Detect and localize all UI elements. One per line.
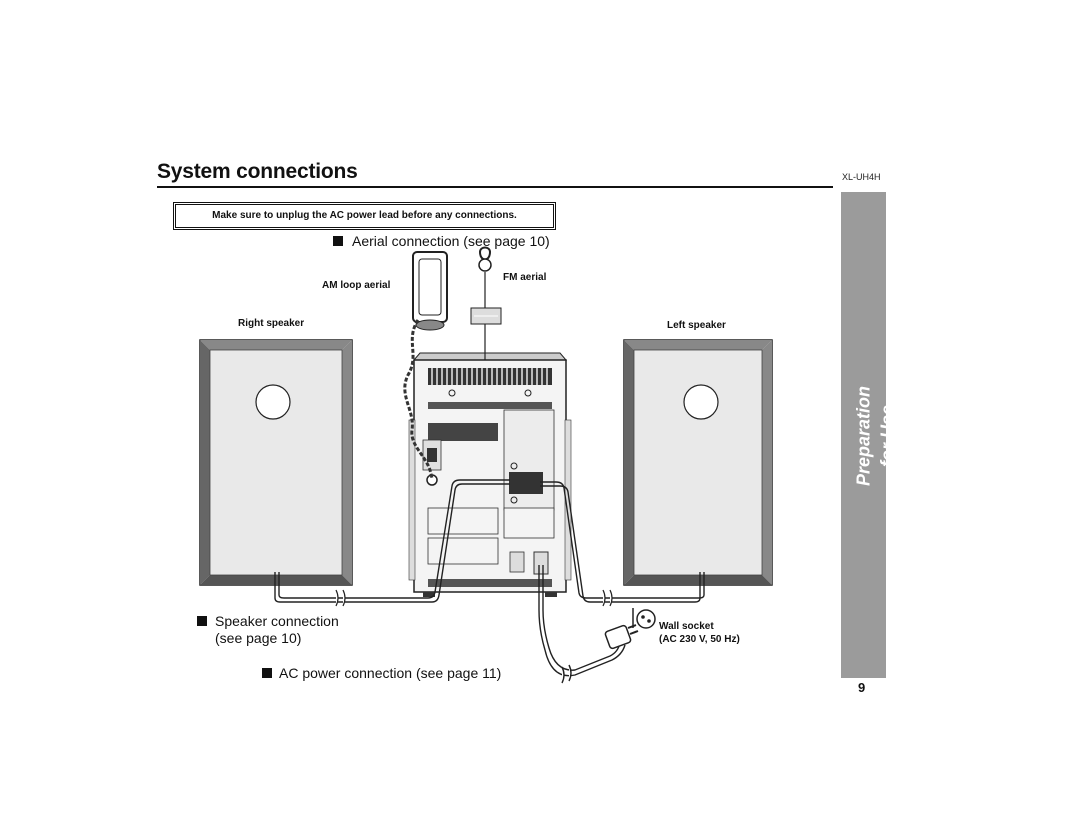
square-bullet-icon (262, 668, 272, 678)
main-unit-icon (408, 352, 572, 597)
wall-socket-label: Wall socket (659, 621, 714, 632)
model-number: XL-UH4H (842, 172, 881, 182)
ac-spec-label: (AC 230 V, 50 Hz) (659, 634, 740, 645)
page-number: 9 (858, 680, 866, 695)
fm-aerial-icon (470, 246, 502, 360)
wire-break-marks (335, 589, 613, 607)
left-speaker-icon (623, 339, 773, 586)
aerial-heading: Aerial connection (see page 10) (352, 233, 550, 249)
am-loop-aerial-icon (403, 251, 448, 479)
ac-power-cord (538, 565, 626, 684)
right-speaker-label: Right speaker (238, 318, 305, 329)
page-title: System connections (157, 160, 358, 183)
ac-power-heading: AC power connection (see page 11) (279, 665, 502, 681)
speaker-heading-line1: Speaker connection (215, 613, 339, 629)
square-bullet-icon (197, 616, 207, 626)
plug-icon (604, 624, 639, 650)
title-rule (157, 186, 833, 188)
speaker-wire-right (274, 479, 510, 603)
wall-socket-icon (632, 608, 656, 629)
left-speaker-label: Left speaker (667, 320, 726, 331)
speaker-heading-line2: (see page 10) (215, 630, 302, 646)
fm-aerial-label: FM aerial (503, 272, 547, 283)
section-side-tab: Preparation for Use (841, 192, 898, 678)
right-speaker-icon (199, 339, 353, 586)
warning-notice: Make sure to unplug the AC power lead be… (173, 202, 556, 230)
am-loop-aerial-label: AM loop aerial (322, 280, 391, 291)
square-bullet-icon (333, 236, 343, 246)
speaker-wire-left (540, 481, 705, 603)
